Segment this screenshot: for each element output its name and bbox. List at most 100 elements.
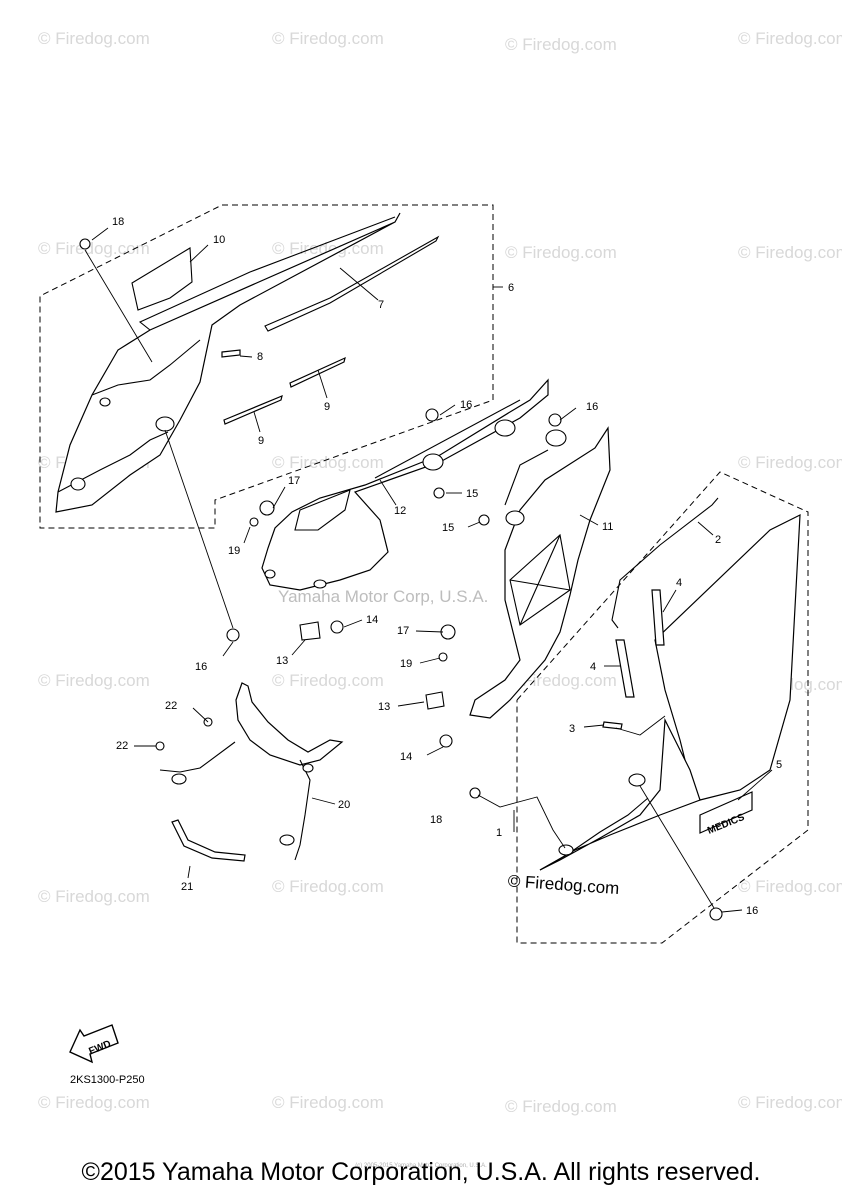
watermark-layer: © Firedog.com © Firedog.com © Firedog.co… (38, 29, 842, 1116)
bracket-12-ridge (374, 399, 521, 479)
leader (477, 794, 566, 849)
trim-strip-7 (264, 235, 440, 332)
assembly-outlines (39, 204, 809, 944)
side-cover-upper-inner (138, 216, 396, 331)
screw-17 (259, 500, 275, 516)
watermark: © Firedog.com (272, 671, 384, 690)
faint-copyright: (c) 2005-2015 Yamaha Motor Corporation, … (355, 1163, 487, 1169)
callout-5: 5 (776, 759, 782, 771)
fwd-arrow-icon (69, 1024, 119, 1064)
strip-4a (651, 589, 665, 646)
leader (579, 514, 599, 526)
strip-4b (615, 639, 635, 698)
leader (415, 630, 444, 633)
grommet (264, 569, 276, 579)
leader (737, 769, 773, 801)
grommet (505, 510, 525, 526)
part-6-side-cover (55, 212, 440, 513)
watermark: © Firedog.com (38, 239, 150, 258)
leader (583, 724, 605, 728)
watermark: © Firedog.com (505, 671, 617, 690)
watermark: © Firedog.com (38, 887, 150, 906)
watermark: © Firedog.com (38, 1093, 150, 1112)
callout-12: 12 (394, 505, 406, 517)
nut-15 (478, 514, 490, 526)
leader (187, 865, 191, 879)
leader (379, 479, 397, 506)
nut-14 (439, 734, 453, 748)
screw-17 (440, 624, 456, 640)
trim-strip-9a (289, 356, 346, 388)
leader (339, 267, 379, 301)
watermark: © Firedog.com (272, 29, 384, 48)
hose-21 (171, 819, 246, 862)
leader (439, 404, 456, 416)
part-12-bracket (261, 378, 549, 591)
nut-13 (425, 691, 445, 710)
screw-16 (548, 413, 562, 427)
leader (559, 407, 577, 421)
screw-16 (425, 408, 439, 422)
lower-cover-1-inner (539, 797, 649, 871)
copyright-notice: ©2015 Yamaha Motor Corporation, U.S.A. A… (81, 1158, 761, 1186)
outer-cover-2-edge (611, 497, 719, 629)
callout-7: 7 (378, 299, 384, 311)
callout-10: 10 (213, 234, 225, 246)
bracket-20-arm (294, 759, 311, 861)
leader (253, 411, 261, 433)
leader (311, 797, 336, 805)
screw-18 (469, 787, 481, 799)
grommet (302, 763, 314, 773)
watermark: © Firedog.com (505, 35, 617, 54)
callout-15: 15 (442, 522, 454, 534)
clip-3 (602, 721, 623, 730)
clip-8 (221, 349, 241, 358)
callout-15: 15 (466, 488, 478, 500)
inner-panel-11-top (504, 449, 549, 506)
side-cover-lower-edge (57, 431, 169, 493)
callout-14: 14 (400, 751, 412, 763)
diagram-code: 2KS1300-P250 (70, 1074, 145, 1086)
grommet (494, 419, 516, 437)
callout-6: 6 (508, 282, 514, 294)
nut-14 (330, 620, 344, 634)
leader (192, 707, 209, 723)
leader (426, 746, 444, 756)
screw-19 (249, 517, 259, 527)
part-2-outer-cover (602, 497, 801, 801)
callout-14: 14 (366, 614, 378, 626)
callout-8: 8 (257, 351, 263, 363)
watermark: © Firedog.com (272, 877, 384, 896)
grommet (313, 579, 327, 589)
nut-15 (433, 487, 445, 499)
callout-13: 13 (378, 701, 390, 713)
grommet (279, 834, 295, 846)
inner-panel-11-brace (509, 534, 571, 626)
part-20-bracket (155, 682, 344, 862)
screw-16 (709, 907, 723, 921)
side-cover-upper-detail (91, 339, 201, 396)
callout-17: 17 (397, 625, 409, 637)
screw-16 (226, 628, 240, 642)
leader (164, 429, 234, 629)
callout-22: 22 (116, 740, 128, 752)
leader (419, 657, 441, 664)
firedog-logo-text: © Firedog.com (507, 871, 620, 898)
watermark: © Firedog.com (272, 453, 384, 472)
grommet (628, 773, 646, 787)
callout-20: 20 (338, 799, 350, 811)
callout-16: 16 (195, 661, 207, 673)
leader (84, 249, 153, 363)
grommet (558, 844, 574, 856)
watermark: © Firedog.com (738, 453, 842, 472)
leader (243, 526, 251, 544)
grommet (99, 397, 111, 407)
decal-10 (131, 247, 193, 311)
fwd-arrow: FWD (69, 1024, 119, 1064)
grommet (70, 477, 86, 491)
watermark: © Firedog.com (272, 1093, 384, 1112)
leader (343, 619, 363, 628)
callout-17: 17 (288, 475, 300, 487)
leader (615, 715, 666, 736)
